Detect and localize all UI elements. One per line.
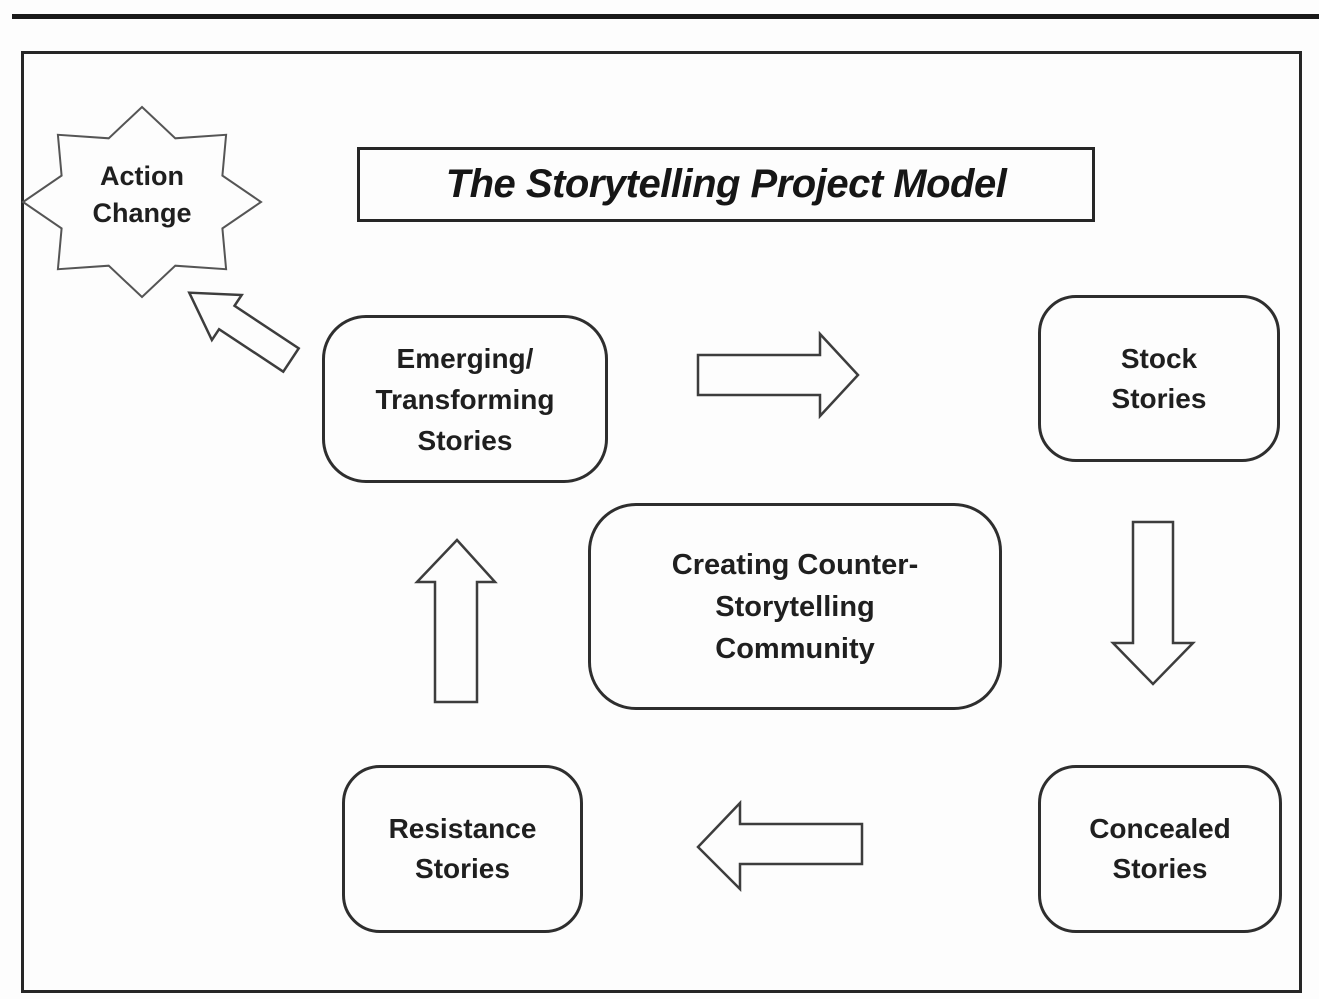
node-concealed-stories: Concealed Stories [1038, 765, 1282, 933]
node-emerging-transforming-stories: Emerging/ Transforming Stories [322, 315, 608, 483]
node-label-line: Concealed [1089, 813, 1231, 844]
node-creating-counter-storytelling-community: Creating Counter- Storytelling Community [588, 503, 1002, 710]
node-label-line: Stories [415, 853, 510, 884]
top-horizontal-rule [12, 14, 1319, 19]
node-label-line: Stories [1112, 853, 1208, 884]
node-stock-stories: Stock Stories [1038, 295, 1280, 462]
diagram-outer-frame [21, 51, 1302, 993]
node-label-line: Stock [1120, 342, 1198, 374]
node-label-line: Emerging/ [396, 342, 534, 374]
title-box: The Storytelling Project Model [357, 147, 1095, 222]
node-action-change: Action Change [42, 158, 242, 232]
node-label-line: Transforming [375, 383, 555, 415]
node-label-line: Action [100, 161, 184, 191]
action-change-starburst-icon [21, 105, 263, 299]
node-label-line: Community [715, 632, 875, 665]
node-label-line: Creating Counter- [671, 548, 919, 581]
diagram-title: The Storytelling Project Model [445, 162, 1007, 206]
node-label-line: Stories [1111, 382, 1207, 414]
node-label-line: Resistance [388, 813, 537, 844]
node-label-line: Stories [417, 424, 513, 456]
node-label-line: Change [92, 198, 192, 228]
node-label-line: Storytelling [715, 590, 875, 623]
node-resistance-stories: Resistance Stories [342, 765, 583, 933]
